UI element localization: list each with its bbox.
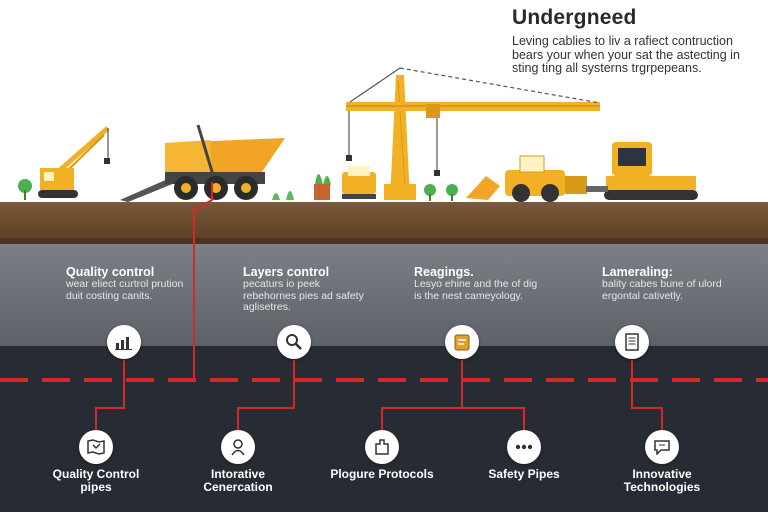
page-title: Undergneed [512,6,637,29]
layer-block-4: Lameraling: bality cabes bune of ulord e… [602,265,732,302]
plants-decoration [18,174,458,201]
more-dots-icon[interactable] [507,430,541,464]
connector-line-4 [462,407,525,432]
layer-description: Lesyo ehine and the of dig is the nest c… [414,278,538,302]
ground-layer [0,202,768,242]
layer-title: Lameraling: [602,265,673,279]
pickup-truck-illustration [342,166,376,199]
paver-illustration [586,142,698,200]
small-crane-illustration [38,126,110,198]
bottom-label-quality-control: Quality Control pipes [52,467,140,494]
clipboard-icon[interactable] [445,325,479,359]
shield-icon[interactable] [365,430,399,464]
connector-line-5 [631,360,663,432]
connector-line-1 [95,360,125,432]
underground-layer [0,346,768,512]
truck-connector-line [193,182,213,380]
page-subtitle: Leving cablies to liv a rafiect contruct… [512,34,740,75]
layer-block-2: Layers control pecaturs io peek rebehorn… [243,265,373,314]
layer-description: pecaturs io peek rebehornes pies ad safe… [243,278,364,313]
bottom-label-safety-pipes: Safety Pipes [488,467,560,481]
magnifier-icon[interactable] [277,325,311,359]
worker-icon[interactable] [221,430,255,464]
layer-description: wear eliect curtrol prution duit costing… [66,278,184,302]
chat-icon[interactable] [645,430,679,464]
layer-title: Quality control [66,265,155,279]
map-icon[interactable] [79,430,113,464]
layer-description: bality cabes bune of ulord ergontal cati… [602,278,722,302]
layer-title: Layers control [243,265,330,279]
dump-truck-illustration [120,124,285,202]
bulldozer-illustration [466,155,587,202]
layer-block-3: Reagings. Lesyo ehine and the of dig is … [414,265,544,302]
bottom-label-innovative-technologies: Innovative Technologies [623,467,701,494]
layer-title: Reagings. [414,265,474,279]
soil-layer [0,238,768,244]
layer-block-1: Quality control wear eliect curtrol prut… [66,265,196,302]
bar-chart-icon[interactable] [107,325,141,359]
document-icon[interactable] [615,325,649,359]
construction-scene [18,67,698,202]
bottom-label-innovative-generation: Intorative Cenercation [203,467,273,494]
connector-line-2 [237,360,295,432]
tower-crane-illustration [346,67,601,201]
bottom-label-protocols: Plogure Protocols [330,467,434,481]
connector-line-3 [381,360,463,432]
